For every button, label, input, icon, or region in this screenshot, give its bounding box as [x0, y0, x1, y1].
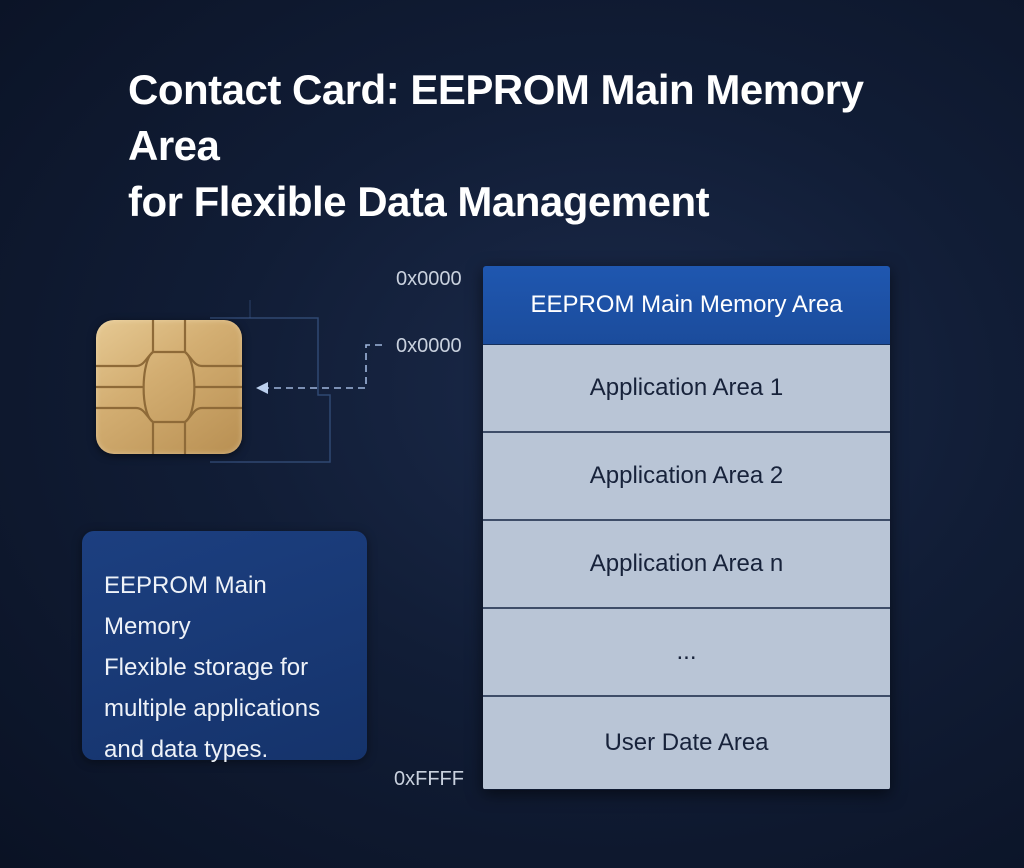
info-box-heading: EEPROM Main Memory: [104, 572, 267, 640]
smart-card-chip: [96, 320, 242, 454]
info-box-line-3: and data types.: [104, 736, 269, 763]
memory-row-user-data-area: User Date Area: [483, 697, 890, 789]
page-title-line-2: for Flexible Data Management: [128, 178, 710, 225]
memory-row-application-area-n: Application Area n: [483, 521, 890, 609]
info-box: EEPROM Main Memory Flexible storage for …: [82, 531, 367, 763]
info-box-line-1: Flexible storage for: [104, 654, 309, 681]
page-title-line-1: Contact Card: EEPROM Main Memory Area: [128, 66, 864, 169]
dashed-connector: [268, 344, 382, 389]
memory-row-ellipsis: ...: [483, 609, 890, 697]
memory-row-application-area-1: Application Area 1: [483, 345, 890, 433]
address-label-application-start: 0x0000: [396, 335, 462, 357]
page-title: Contact Card: EEPROM Main Memory Area fo…: [128, 62, 948, 230]
dashed-arrow-left-icon: [256, 382, 268, 394]
info-box-line-2: multiple applications: [104, 695, 321, 722]
memory-map: EEPROM Main Memory Area Application Area…: [483, 266, 890, 790]
address-label-end: 0xFFFF: [394, 768, 464, 790]
memory-row-application-area-2: Application Area 2: [483, 433, 890, 521]
smart-card-chip-icon: [96, 320, 242, 454]
address-label-top: 0x0000: [396, 268, 462, 290]
memory-map-header: EEPROM Main Memory Area: [483, 266, 890, 345]
